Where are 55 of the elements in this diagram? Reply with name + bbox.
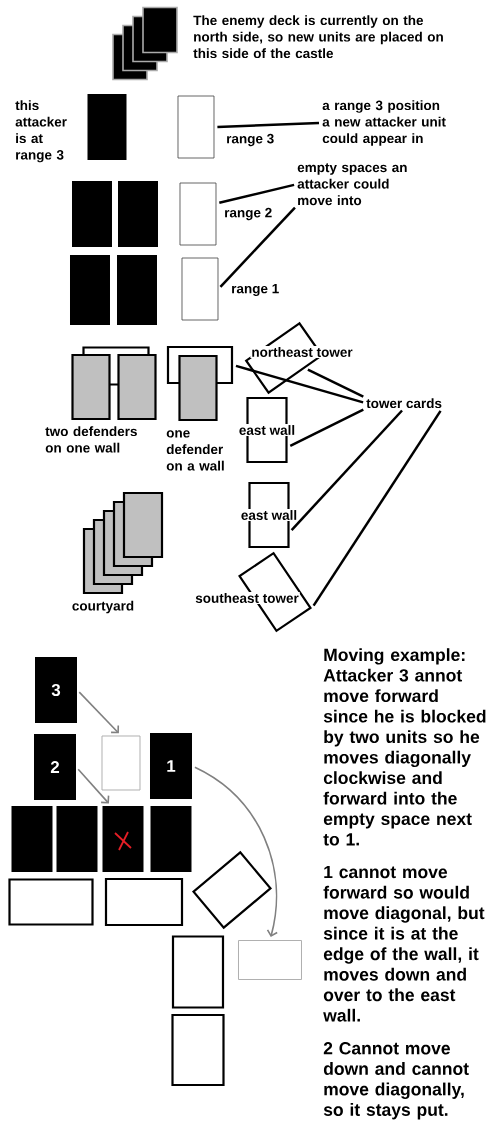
attacker-card [72,181,112,247]
card-label: southeast tower [194,592,300,604]
callout-text: tower cards [366,398,442,409]
card-label: range 2 [225,207,272,221]
defender-card [178,354,218,422]
paragraph: Moving example: Attacker 3 annot move forward since he is blocked by two units so he moves diagonally clockwise and forward into the empty space next to 1. [323,648,486,846]
callout-text: empty spaces an attacker could move into [297,163,407,206]
card-stack [82,491,164,595]
attacker-card [56,806,98,872]
empty-space [101,735,141,791]
leader-line [289,408,364,448]
card-label: courtyard [72,600,134,614]
empty-space [181,257,219,321]
defender-card [117,353,157,421]
wall-card [104,877,184,927]
card-label: east wall [237,424,297,436]
attacker-card [70,255,110,325]
text-label: two defenders on one wall [45,426,137,453]
attacker-card [150,806,192,872]
leader-line [312,410,442,607]
attacker-card [87,94,127,160]
card-stack [112,6,178,81]
text-label: this attacker is at range 3 [15,100,67,163]
attacker-card [118,181,158,247]
defender-card [71,353,111,421]
wall-card [8,878,94,926]
leader-line [307,368,364,398]
attacker-card [11,806,53,872]
leader-line [235,364,364,404]
card-label: range 3 [227,133,274,147]
attacker-card: 1 [150,733,192,799]
callout-text: a range 3 position a new attacker unit could appear in [322,100,446,146]
leader-line [219,206,296,288]
attacker-card: 2 [34,734,76,800]
wall-card [171,935,225,1009]
empty-space [238,940,302,980]
leader-line [290,409,403,531]
empty-space [177,95,215,159]
arrow [194,766,278,938]
empty-space [179,182,217,246]
card-label: The enemy deck is currently on the north side, so new units are placed on this side of the castle [193,15,443,59]
paragraph: 2 Cannot move down and cannot move diagonally, so it stays put. [323,1042,469,1120]
leader-line [217,121,320,129]
card-label: range 1 [232,283,279,297]
card-label: east wall [239,509,299,521]
card-label: northeast tower [250,346,354,358]
text-label: one defender on a wall [166,430,224,471]
leader-line [219,183,295,204]
arrow [77,768,110,804]
attacker-card: 3 [35,657,77,723]
wall-card [171,1013,225,1087]
paragraph: 1 cannot move forward so would move diagonal, but since it is at the edge of the wall, it moves down and over to the east wall. [323,865,485,1022]
attacker-card [117,255,157,325]
attacker-card [102,806,144,872]
arrow [78,691,120,734]
